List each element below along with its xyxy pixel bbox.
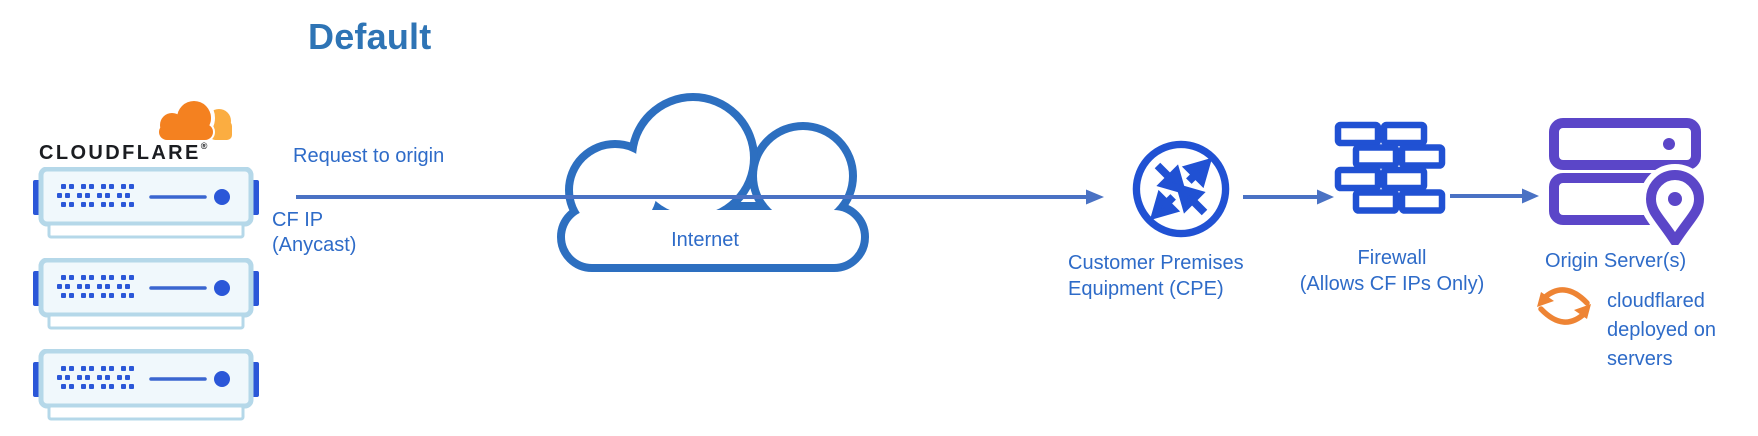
cloudflare-wordmark-text: CLOUDFLARE	[39, 142, 201, 164]
sync-arrows-icon	[1537, 287, 1591, 325]
location-pin-icon	[1640, 164, 1708, 245]
cloudflare-cloud-logo-icon	[157, 97, 232, 142]
brick-wall-icon	[1334, 121, 1446, 214]
internet-label: Internet	[671, 229, 739, 251]
server-stack-icon	[1549, 118, 1708, 245]
registered-mark: ®	[200, 141, 210, 151]
cpe-to-firewall-arrow	[1243, 189, 1334, 205]
server-rack-icon	[33, 167, 259, 239]
request-to-origin-label: Request to origin	[293, 145, 445, 167]
diagram-title: Default	[308, 16, 432, 57]
cpe-label: Customer Premises Equipment (CPE)	[1068, 252, 1244, 300]
cloudflare-server-stack	[33, 167, 259, 423]
origin-server-label: Origin Server(s)	[1545, 250, 1687, 272]
request-flow-line-through-cloud	[560, 195, 980, 199]
firewall-to-origin-arrow	[1450, 188, 1539, 204]
router-arrows-icon	[1132, 140, 1230, 238]
server-rack-icon	[33, 258, 259, 330]
cloudflared-note: cloudflared deployed on servers	[1607, 290, 1716, 370]
cf-ip-anycast-label: CF IP (Anycast)	[272, 209, 357, 256]
server-rack-icon	[33, 349, 259, 421]
cloudflare-wordmark: CLOUDFLARE®	[39, 142, 210, 165]
firewall-label: Firewall (Allows CF IPs Only)	[1299, 247, 1485, 295]
